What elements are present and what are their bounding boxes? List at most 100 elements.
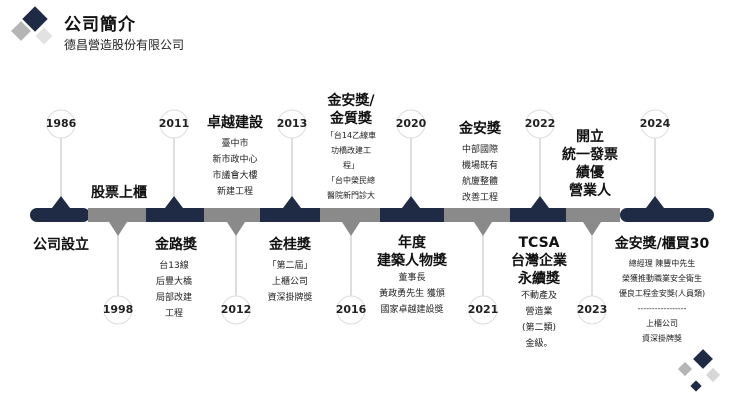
decor-diamond-small: [690, 380, 702, 392]
year-label: 2020: [395, 117, 427, 130]
detail-line: 后豐大橋: [155, 277, 192, 287]
year-label: 1986: [45, 117, 77, 130]
marker-up-2024: [646, 196, 664, 208]
bar-2013: [260, 208, 320, 222]
year-label: 2011: [158, 117, 190, 130]
page-title: 公司簡介: [64, 15, 136, 35]
detail-line: 總經理 陳豐中先生: [628, 259, 696, 268]
bar-2021: [444, 208, 510, 222]
marker-down-1998: [109, 222, 127, 236]
year-circle-1986: [46, 109, 76, 139]
detail-line: 程」: [343, 161, 359, 170]
decor-diamond-light: [705, 367, 721, 383]
bar-2020: [380, 208, 444, 222]
detail-line: 榮獲推動職業安全衛生: [622, 274, 702, 283]
marker-down-2021: [474, 222, 492, 236]
detail-line: 新市政中心: [212, 155, 258, 165]
detail-line: 機場既有: [461, 161, 498, 171]
detail-line: 新建工程: [216, 187, 253, 197]
year-label: 2023: [576, 303, 608, 316]
marker-up-1986: [52, 196, 70, 208]
year-circle-2023: [577, 295, 607, 325]
milestone-title: 公司設立: [33, 237, 89, 253]
bar-2011: [146, 208, 204, 222]
page-subtitle: 德昌營造股份有限公司: [64, 38, 185, 52]
milestone-detail: 總經理 陳豐中先生 榮獲推動職業安全衛生 優良工程金安獎(人員類) ------…: [600, 256, 724, 346]
marker-up-2020: [402, 196, 420, 208]
year-circle-2013: [277, 109, 307, 139]
year-label: 1998: [102, 303, 134, 316]
milestone-detail: 「第二屆」 上櫃公司 資深掛牌獎: [244, 258, 336, 306]
milestone-title: 卓越建設: [207, 115, 263, 131]
detail-line: 中部國際: [461, 145, 498, 155]
detail-line: 資深掛牌獎: [642, 334, 682, 343]
detail-line: 優良工程金安獎(人員類): [618, 289, 706, 298]
milestone-detail: 中部國際 機場既有 航廈整體 改善工程: [436, 142, 524, 206]
marker-down-2016: [342, 222, 360, 236]
detail-line: 台13線: [159, 261, 189, 271]
milestone-title: 金桂獎: [269, 237, 311, 253]
milestone-title: 股票上櫃: [91, 185, 147, 201]
detail-line: 醫院新門診大: [327, 191, 375, 200]
bar-2023: [566, 208, 620, 222]
marker-down-2012: [227, 222, 245, 236]
milestone-title: 金路獎: [155, 237, 197, 253]
marker-down-2023: [583, 222, 601, 236]
year-circle-2016: [336, 295, 366, 325]
detail-line: 工程: [164, 309, 183, 319]
bar-2022: [510, 208, 566, 222]
corner-decoration: [668, 344, 728, 404]
marker-up-2022: [531, 196, 549, 208]
year-circle-2024: [640, 109, 670, 139]
detail-line: 營造業: [525, 307, 553, 317]
detail-line: 不動產及: [520, 291, 557, 301]
year-circle-2012: [221, 295, 251, 325]
detail-line: 金級。: [525, 339, 553, 349]
detail-line: 「台14乙線車: [325, 131, 377, 140]
year-circle-2011: [159, 109, 189, 139]
milestone-title: 金安獎/ 金質獎: [327, 93, 375, 127]
bar-2024: [620, 208, 714, 222]
decor-diamond-gray: [677, 361, 693, 377]
detail-line: 功橋改建工: [331, 146, 371, 155]
detail-line: 董事長: [398, 273, 426, 283]
detail-line: 資深掛牌獎: [267, 293, 313, 303]
milestone-title: TCSA 台灣企業 永續獎: [511, 235, 567, 287]
detail-line: 「台中榮民總: [327, 176, 375, 185]
detail-line: -----------------: [637, 304, 687, 313]
bar-1986: [30, 208, 90, 222]
detail-line: 上櫃公司: [646, 319, 678, 328]
year-label: 2012: [220, 303, 252, 316]
year-circle-2022: [525, 109, 555, 139]
bar-1998: [88, 208, 146, 222]
marker-up-2011: [165, 196, 183, 208]
year-label: 2016: [335, 303, 367, 316]
year-label: 2024: [639, 117, 671, 130]
milestone-title: 金安獎: [459, 121, 501, 137]
year-circle-2020: [396, 109, 426, 139]
detail-line: (第二類): [521, 323, 557, 333]
milestone-detail: 董事長 黃政勇先生 獲頒 國家卓越建設獎: [362, 270, 462, 318]
year-circle-2021: [468, 295, 498, 325]
detail-line: 市議會大樓: [212, 171, 258, 181]
year-label: 2013: [276, 117, 308, 130]
year-circle-1998: [103, 295, 133, 325]
milestone-detail: 台13線 后豐大橋 局部改建 工程: [130, 258, 218, 322]
milestone-detail: 不動產及 營造業 (第二類) 金級。: [494, 288, 584, 352]
detail-line: 黃政勇先生 獲頒: [379, 289, 445, 299]
milestone-title: 年度 建築人物獎: [377, 235, 447, 269]
bar-2012: [204, 208, 262, 222]
bar-2016: [320, 208, 380, 222]
year-label: 2021: [467, 303, 499, 316]
decor-diamond-dark: [693, 349, 713, 369]
detail-line: 上櫃公司: [271, 277, 308, 287]
detail-line: 「第二屆」: [267, 261, 313, 271]
milestone-title: 開立 統一發票 績優 營業人: [562, 129, 618, 199]
year-label: 2022: [524, 117, 556, 130]
detail-line: 改善工程: [461, 193, 498, 203]
detail-line: 局部改建: [155, 293, 192, 303]
detail-line: 國家卓越建設獎: [380, 305, 444, 315]
milestone-detail: 臺中市 新市政中心 市議會大樓 新建工程: [188, 136, 282, 200]
milestone-title: 金安獎/櫃買30: [614, 236, 710, 252]
